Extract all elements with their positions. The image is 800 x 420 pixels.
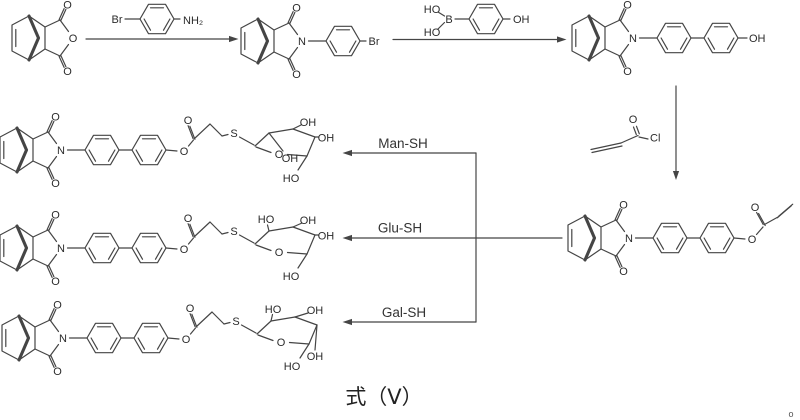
atom-label-o: O	[751, 202, 760, 214]
stray-dot: o	[788, 409, 793, 419]
reagent-hydroxyphenylboronic-acid: HO B HO OH	[424, 3, 530, 39]
atom-label-cl: Cl	[650, 133, 660, 145]
atom-label-o: O	[629, 114, 638, 126]
atom-label-ring-o: O	[69, 33, 78, 45]
atom-label-oh: OH	[513, 14, 530, 26]
structure-bromophenyl-imide: Br	[241, 3, 380, 82]
atom-label-ho: HO	[265, 304, 282, 316]
structure-norbornene-anhydride: O	[10, 0, 78, 79]
structure-product-glucose: HO OH OH HO	[0, 210, 334, 289]
atom-label-ho: HO	[424, 27, 441, 39]
atom-label-br: Br	[112, 14, 123, 26]
atom-label-ho: HO	[283, 173, 300, 185]
structure-product-galactose: HO OH OH HO	[2, 300, 323, 379]
atom-label-oh: OH	[282, 153, 299, 165]
reagent-acryloyl-chloride: O Cl	[590, 114, 660, 154]
reagent-label-man-sh: Man-SH	[378, 136, 428, 151]
atom-label-ho: HO	[283, 271, 300, 283]
arrow-step2	[392, 36, 567, 43]
atom-label-oh: OH	[300, 215, 317, 227]
structure-product-mannose: OH OH OH HO	[0, 112, 334, 191]
atom-label-oh: OH	[307, 351, 324, 363]
atom-label-oh: OH	[749, 33, 766, 45]
atom-label-ho: HO	[424, 4, 441, 16]
atom-label-b: B	[445, 14, 452, 26]
reagent-4-bromoaniline: Br NH₂	[112, 3, 203, 35]
reagent-label-gal-sh: Gal-SH	[382, 305, 426, 320]
reagent-label-glu-sh: Glu-SH	[378, 221, 422, 236]
atom-label-ho: HO	[258, 214, 275, 226]
atom-label-oh: OH	[318, 133, 335, 145]
atom-label-oh: OH	[307, 305, 324, 317]
arrow-step3-down	[672, 85, 680, 180]
atom-label-ho: HO	[284, 361, 301, 373]
figure-caption: 式（V）	[345, 385, 422, 409]
atom-label-br: Br	[369, 36, 380, 48]
structure-biphenyl-acrylate: O O	[568, 200, 794, 279]
atom-label-oh: OH	[300, 117, 317, 129]
arrow-step1	[85, 35, 239, 43]
atom-label-o: O	[748, 234, 757, 246]
branch-arrows: Man-SH Glu-SH Gal-SH	[342, 136, 563, 326]
atom-label-oh: OH	[318, 231, 335, 243]
structure-biphenol-imide: OH	[572, 0, 766, 78]
atom-label-nh2: NH₂	[183, 15, 203, 27]
